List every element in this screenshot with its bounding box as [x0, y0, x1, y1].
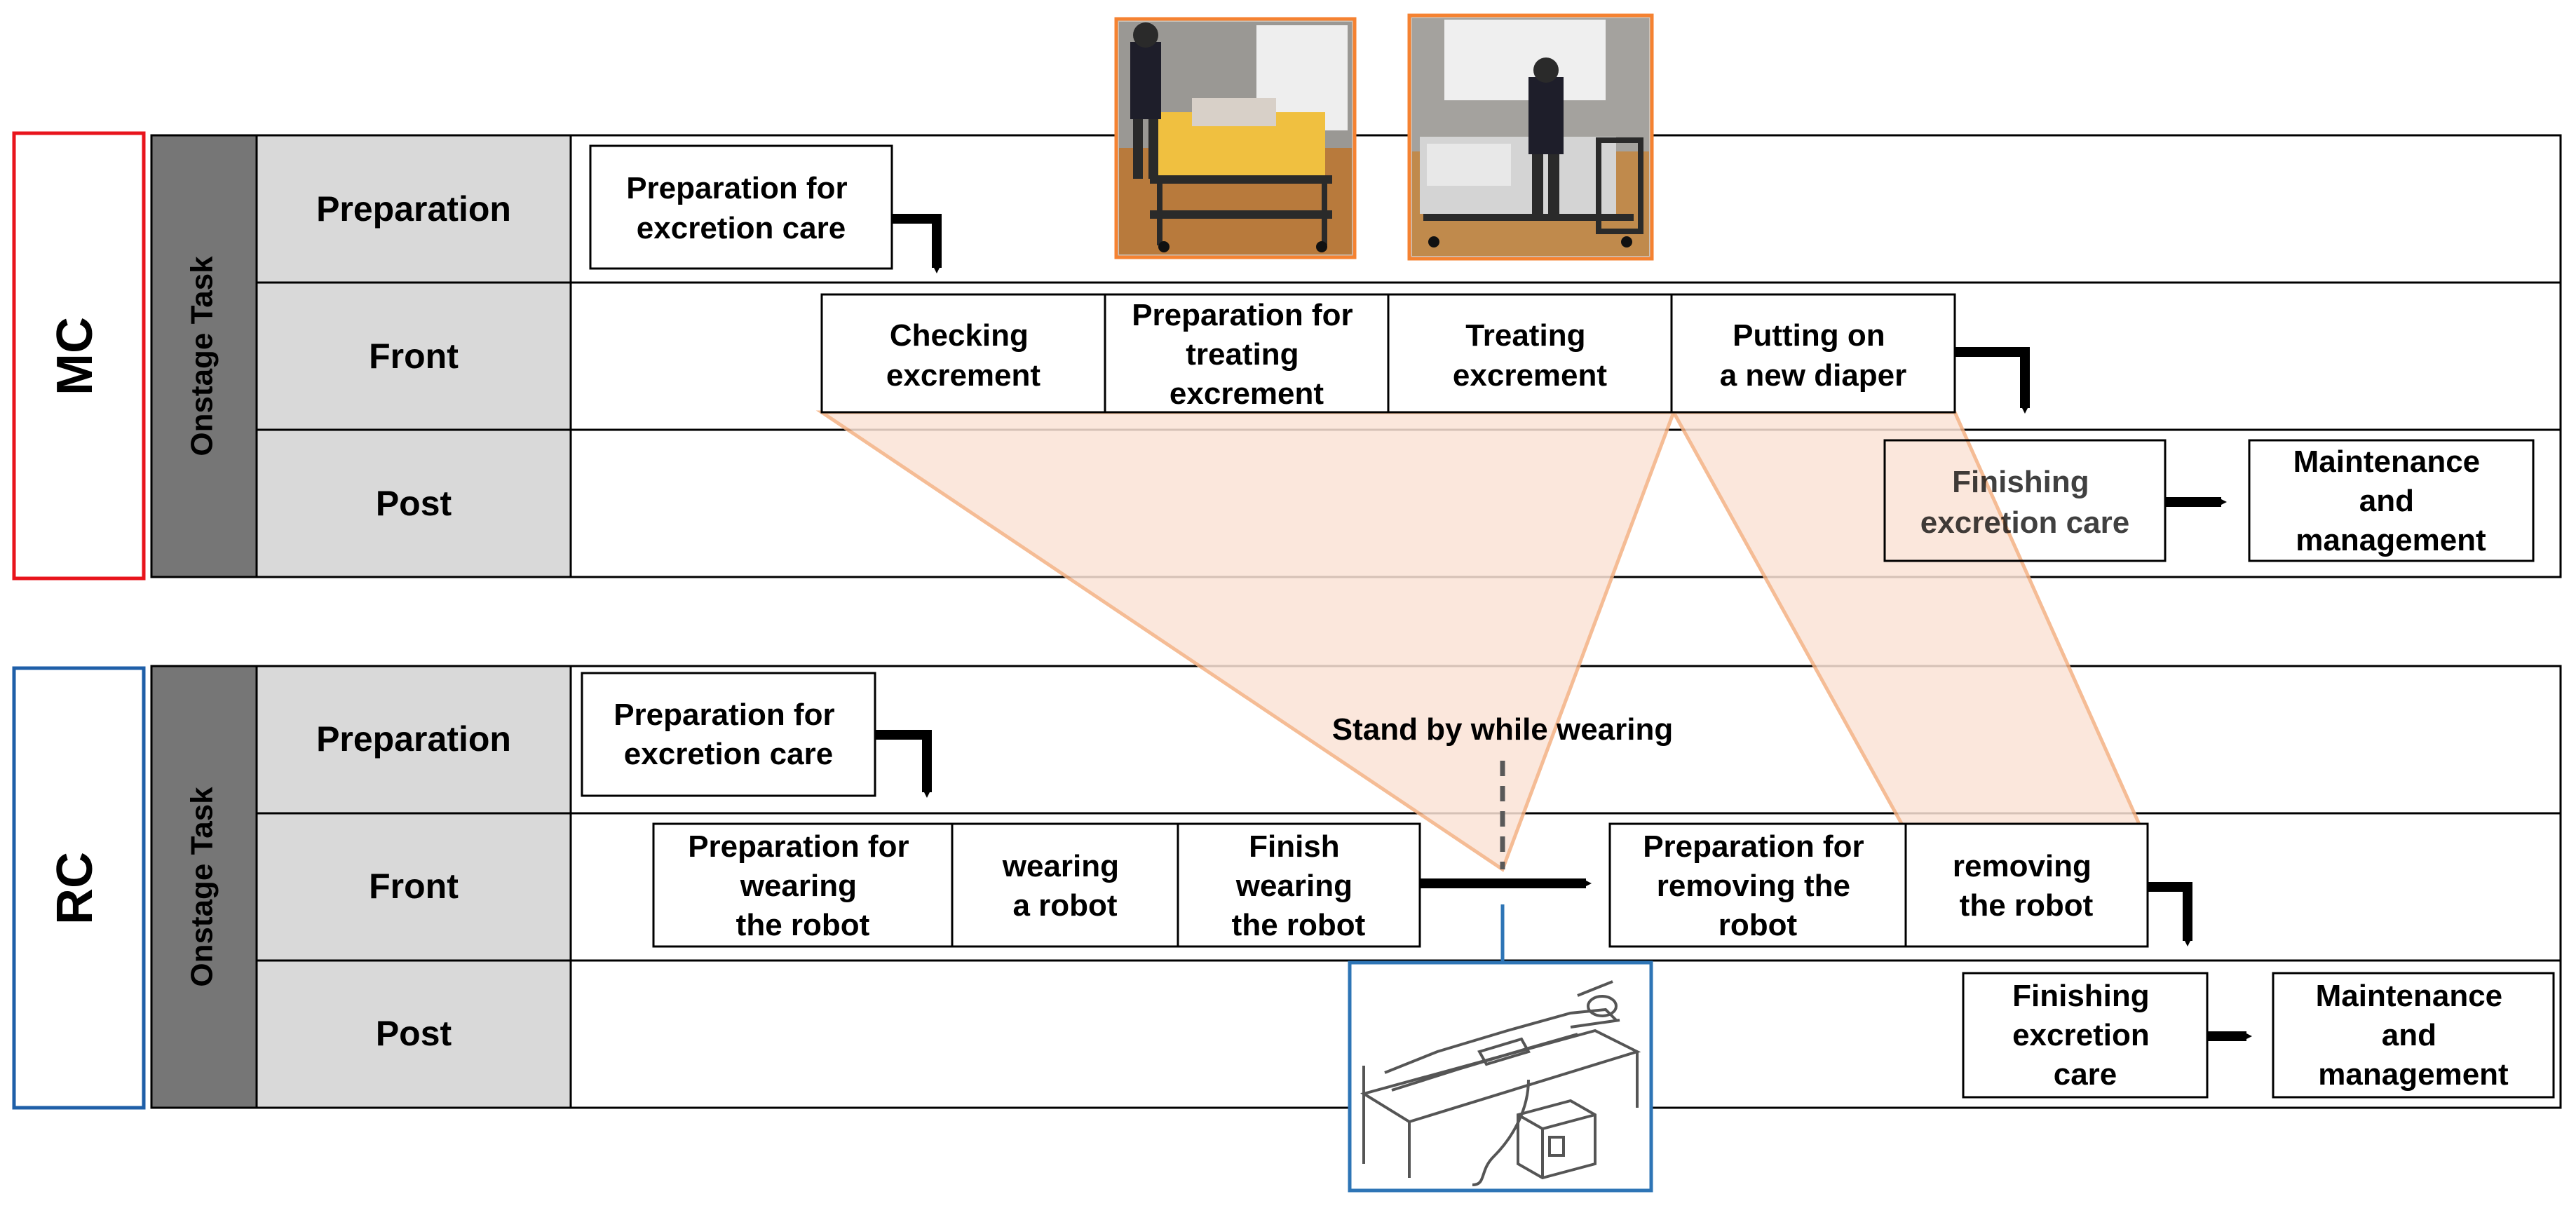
mc-task-checking-line: Checking	[890, 318, 1029, 353]
rc-row-head-front	[257, 813, 571, 961]
rc-row-head-preparation	[257, 666, 571, 813]
svg-text:wearing a robot: wearing a robot	[1002, 849, 1128, 923]
mc-section-label-box	[12, 131, 146, 581]
rc-task-prep-wearing-line: Preparation for	[688, 829, 909, 864]
rc-task-maintenance-line: management	[2318, 1057, 2509, 1092]
mc-task-checking-line: excrement	[886, 358, 1040, 393]
mc-row-label-post: Post	[376, 484, 452, 523]
rc-task-preparation-line: Preparation for	[614, 698, 834, 732]
rc-task-maintenance: Maintenance and management	[2272, 972, 2555, 1099]
mc-task-diaper: Putting on a new diaper	[1670, 293, 1956, 414]
rc-row-label-post: Post	[376, 1014, 452, 1053]
rc-row-label-front: Front	[369, 867, 459, 906]
mc-row-label-front: Front	[369, 337, 459, 376]
svg-text:removing the robot: removing the robot	[1953, 849, 2100, 923]
svg-text:Finishing excretion: Finishing excretion care	[2012, 979, 2158, 1092]
rc-task-prep-wearing: Preparation for wearing the robot	[652, 822, 954, 948]
rc-task-wearing: wearing a robot	[951, 822, 1179, 948]
mc-task-prep-treating-line: Preparation for	[1132, 298, 1353, 332]
rc-section-label-box	[12, 666, 146, 1110]
mc-task-maintenance-line: Maintenance	[2293, 444, 2481, 479]
svg-text:Finish wearing the: Finish wearing the robot	[1232, 829, 1366, 942]
mc-onstage-band-label: Onstage Task	[185, 256, 219, 456]
mc-task-prep-treating-line: treating	[1186, 337, 1299, 372]
rc-task-finish-wearing-line: Finish	[1249, 829, 1340, 864]
rc-row-head-post	[257, 961, 571, 1108]
rc-task-prep-removing-line: robot	[1719, 908, 1798, 942]
mc-onstage-band	[151, 135, 257, 577]
svg-text:Putting on a new diaper: Putting on a new diaper	[1720, 318, 1907, 393]
rc-task-maintenance-line: and	[2382, 1018, 2436, 1052]
mc-task-finishing-line: excretion care	[1920, 505, 2129, 540]
mc-task-treating-line: excrement	[1453, 358, 1607, 393]
svg-text:Maintenance and ma: Maintenance and management	[2316, 979, 2511, 1092]
rc-onstage-band	[151, 666, 257, 1108]
svg-text:Maintenance and ma: Maintenance and management	[2293, 444, 2489, 557]
svg-text:Checking excrement: Checking excrement	[886, 318, 1040, 393]
mc-task-maintenance: Maintenance and management	[2248, 439, 2535, 562]
rc-arrow-prep-to-wearing	[875, 730, 932, 798]
mc-arrow-diaper-to-finishing	[1955, 347, 2030, 414]
rc-row-label-preparation: Preparation	[316, 719, 511, 759]
rc-task-finishing: Finishing excretion care	[1962, 972, 2209, 1099]
caregiver-with-cart-photo	[1114, 17, 1357, 259]
mc-task-treating: Treating excrement	[1387, 293, 1673, 414]
rc-task-finishing-line: excretion	[2012, 1018, 2150, 1052]
rc-task-wearing-line: a robot	[1012, 888, 1117, 923]
mc-task-prep-treating-line: excrement	[1170, 376, 1324, 411]
rc-task-preparation: Preparation for excretion care	[581, 672, 876, 797]
rc-arrow-removing-to-finishing	[2148, 882, 2192, 946]
standby-annotation: Stand by while wearing	[1332, 712, 1674, 747]
rc-task-finish-wearing-line: wearing	[1235, 869, 1353, 903]
rc-task-prep-removing-line: Preparation for	[1643, 829, 1864, 864]
rc-task-finish-wearing-line: the robot	[1232, 908, 1366, 942]
rc-task-removing-line: removing	[1953, 849, 2092, 883]
mc-task-finishing: Finishing excretion care	[1883, 439, 2167, 562]
rc-task-prep-removing: Preparation for removing the robot	[1608, 822, 1907, 948]
mc-row-head-preparation	[257, 135, 571, 283]
svg-text:Treating excrement: Treating excrement	[1453, 318, 1607, 393]
mc-task-diaper-line: a new diaper	[1720, 358, 1907, 393]
wearing-correspondence-wedge	[815, 410, 1676, 872]
mc-row-head-post	[257, 430, 571, 577]
rc-task-preparation-line: excretion care	[624, 737, 833, 771]
mc-task-maintenance-line: management	[2296, 523, 2486, 557]
rc-task-finishing-line: care	[2054, 1057, 2117, 1092]
svg-text:Finishing excretion care: Finishing excretion care	[1920, 465, 2129, 540]
mc-task-preparation: Preparation for excretion care	[589, 144, 893, 270]
mc-task-checking: Checking excrement	[820, 293, 1106, 414]
mc-section-label: MC	[47, 317, 103, 395]
svg-text:Preparation for treating: Preparation for treating excrement	[1132, 298, 1362, 411]
rc-task-removing: removing the robot	[1904, 822, 2149, 948]
rc-task-prep-wearing-line: wearing	[740, 869, 857, 903]
mc-task-maintenance-line: and	[2359, 484, 2414, 518]
rc-task-removing-line: the robot	[1960, 888, 2094, 923]
rc-task-maintenance-line: Maintenance	[2316, 979, 2503, 1013]
svg-text:Preparation for excretio: Preparation for excretion care	[626, 171, 856, 245]
mc-task-treating-line: Treating	[1465, 318, 1585, 353]
rc-section-label: RC	[47, 852, 103, 925]
rc-onstage-band-label: Onstage Task	[185, 787, 219, 987]
mc-task-diaper-line: Putting on	[1733, 318, 1885, 353]
mc-task-preparation-line: excretion care	[637, 211, 846, 245]
rc-task-wearing-line: wearing	[1002, 849, 1119, 883]
rc-task-finish-wearing: Finish wearing the robot	[1177, 822, 1421, 948]
svg-text:Preparation for excretio: Preparation for excretion care	[614, 698, 843, 771]
bed-with-excretion-robot-illustration	[1348, 961, 1653, 1193]
mc-task-preparation-line: Preparation for	[626, 171, 847, 205]
rc-task-finishing-line: Finishing	[2012, 979, 2150, 1013]
svg-text:Preparation for wearing: Preparation for wearing the robot	[688, 829, 918, 942]
mc-task-finishing-line: Finishing	[1952, 465, 2089, 499]
mc-row-head-front	[257, 283, 571, 430]
mc-arrow-prep-to-checking	[892, 214, 942, 273]
rc-task-prep-removing-line: removing the	[1657, 869, 1850, 903]
mc-task-prep-treating: Preparation for treating excrement	[1104, 293, 1390, 414]
svg-text:Preparation for removing: Preparation for removing the robot	[1643, 829, 1873, 942]
caregiver-at-bed-photo	[1407, 13, 1654, 261]
rc-task-prep-wearing-line: the robot	[736, 908, 870, 942]
mc-row-label-preparation: Preparation	[316, 189, 511, 229]
